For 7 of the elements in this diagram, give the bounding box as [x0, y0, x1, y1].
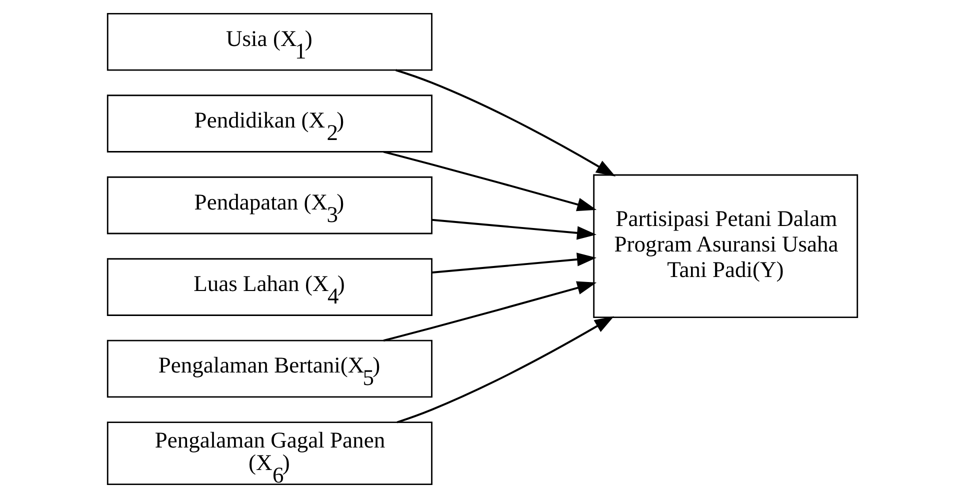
arrow [432, 218, 596, 240]
arrow [382, 150, 596, 212]
node-box: Partisipasi Petani Dalam Program Asuransi Usaha Tani Padi(Y) [592, 174, 858, 318]
arrow [382, 281, 596, 342]
arrow [396, 316, 614, 424]
arrow [432, 252, 596, 274]
arrow [395, 69, 616, 177]
